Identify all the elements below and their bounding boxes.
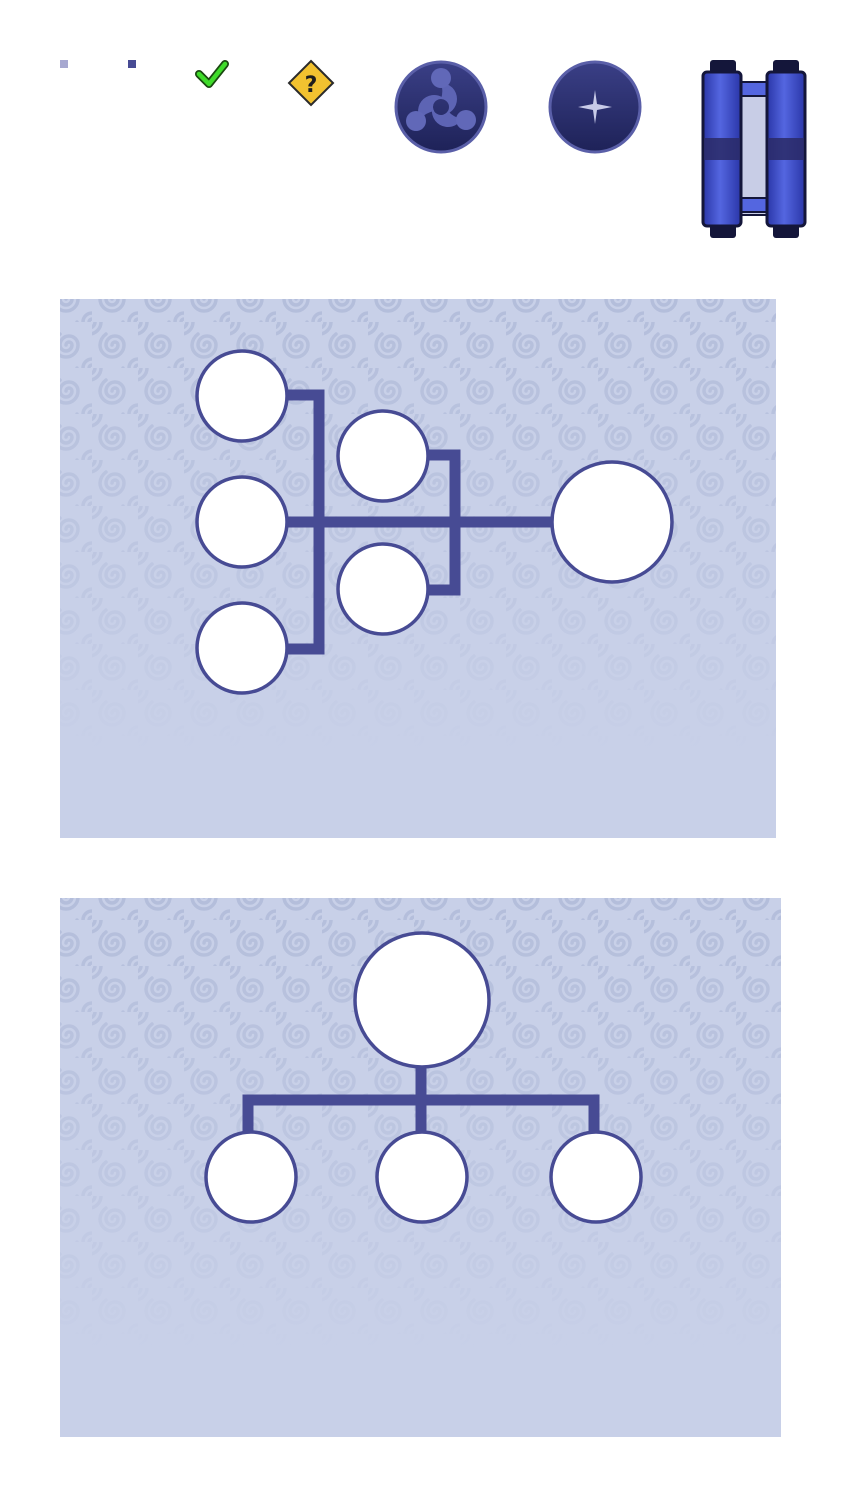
child-node-center: [375, 1130, 469, 1224]
leaf-node-top: [195, 349, 289, 443]
square-bullet-light-icon: [60, 60, 68, 68]
root-node: [353, 931, 491, 1069]
connector-lines: [286, 389, 555, 655]
icon-row: ?: [60, 59, 807, 238]
checkmark-icon: [195, 60, 229, 88]
leaf-node-bottom: [195, 601, 289, 695]
square-bullet-dark-icon: [128, 60, 136, 68]
swirl-disc-icon: [394, 60, 488, 154]
branch-node-bottom: [336, 542, 430, 636]
branch-node-top: [336, 409, 430, 503]
leaf-node-middle: [195, 475, 289, 569]
child-node-left: [204, 1130, 298, 1224]
help-warning-icon: ?: [287, 59, 335, 107]
panel-horizontal-hierarchy: [60, 299, 776, 838]
panel-vertical-hierarchy: [60, 898, 781, 1437]
plus-disc-icon: [548, 60, 642, 154]
scroll-frame-icon: [701, 60, 807, 238]
child-node-right: [549, 1130, 643, 1224]
svg-text:?: ?: [305, 73, 318, 98]
connector-lines: [242, 1066, 600, 1135]
root-node: [550, 460, 674, 584]
